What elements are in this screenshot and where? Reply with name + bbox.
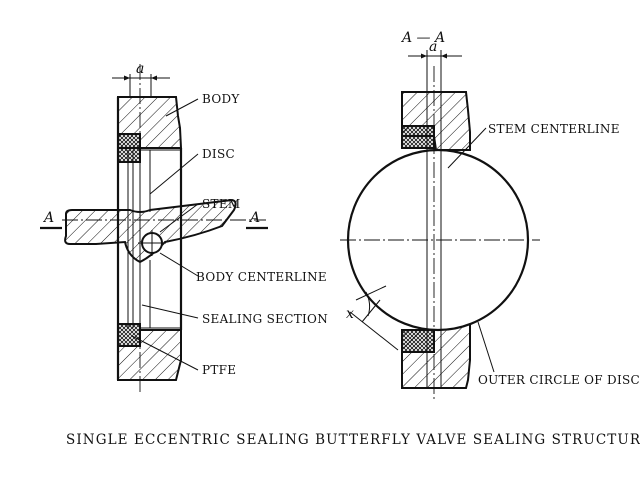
left-lower-body xyxy=(117,329,182,381)
right-lower-ptfe xyxy=(401,329,435,353)
right-upper-ptfe xyxy=(401,125,435,149)
angle-x-label: x xyxy=(346,306,354,322)
right-dimension-label: a xyxy=(429,39,437,55)
callout-sealing-section: SEALING SECTION xyxy=(202,312,328,326)
upper-ptfe-seat xyxy=(117,133,141,163)
callout-stem-centerline: STEM CENTERLINE xyxy=(488,122,620,136)
left-dimension-a: a xyxy=(112,61,170,96)
right-view: A — A a x xyxy=(340,30,640,400)
callout-ptfe: PTFE xyxy=(202,363,236,377)
callout-body-centerline: BODY CENTERLINE xyxy=(196,270,327,284)
left-disc xyxy=(64,198,237,264)
section-mark-left: A xyxy=(42,210,54,226)
right-dimension-a: a xyxy=(408,39,462,92)
left-view: a A xyxy=(40,61,328,392)
lower-ptfe-seat xyxy=(117,323,141,347)
angle-x-indicator: x xyxy=(346,285,399,351)
figure-caption: SINGLE ECCENTRIC SEALING BUTTERFLY VALVE… xyxy=(66,432,640,448)
left-leaders xyxy=(131,98,199,371)
callout-stem: STEM xyxy=(202,197,240,211)
section-title: A — A xyxy=(400,30,445,46)
section-mark-right: A xyxy=(248,210,260,226)
callout-body: BODY xyxy=(202,92,240,106)
callout-disc: DISC xyxy=(202,147,235,161)
callout-outer-circle: OUTER CIRCLE OF DISC xyxy=(478,373,640,387)
